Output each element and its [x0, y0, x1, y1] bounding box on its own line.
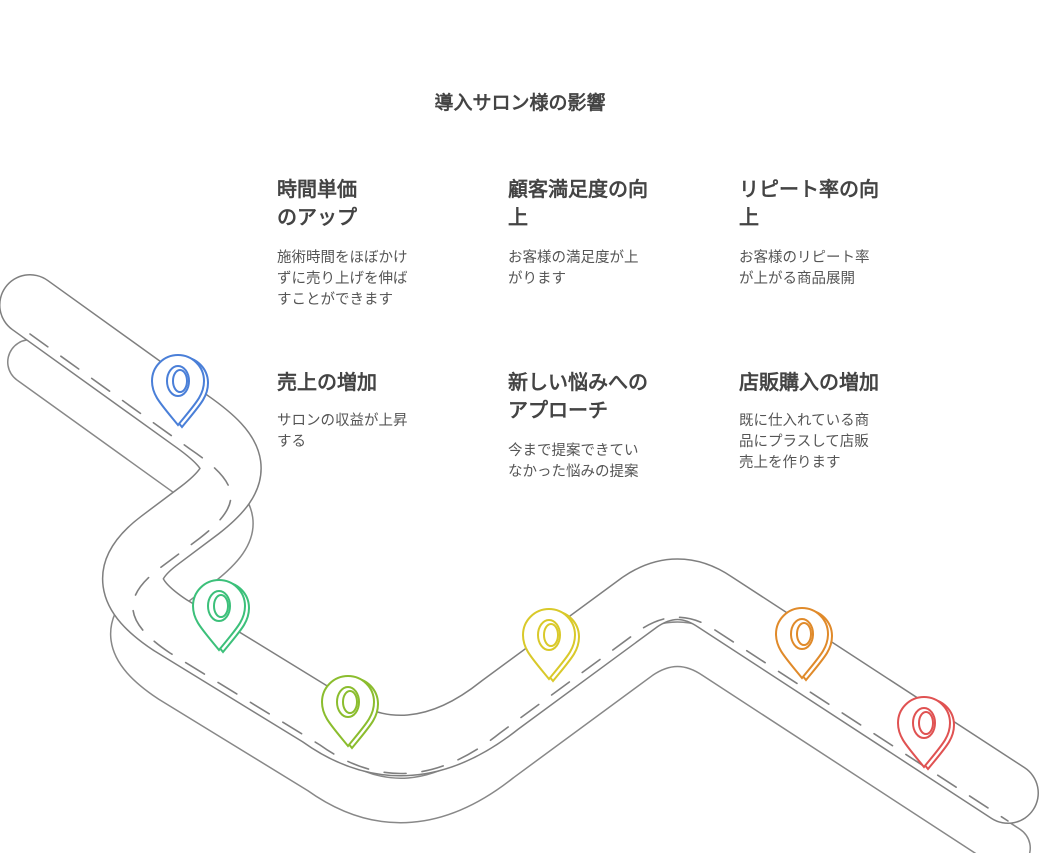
card-heading: 時間単価 のアップ	[277, 177, 357, 229]
card-body: 既に仕入れている商 品にプラスして店販 売上を作ります	[739, 413, 870, 471]
card-body: 今まで提案できてい なかった悩みの提案	[508, 443, 639, 480]
card-new-concerns: 新しい悩みへの アプローチ 今まで提案できてい なかった悩みの提案	[508, 368, 698, 483]
card-heading: 売上の増加	[277, 370, 377, 394]
card-hourly-rate: 時間単価 のアップ 施術時間をほぼかけ ずに売り上げを伸ば すことができます	[277, 175, 467, 311]
pin-2	[191, 579, 251, 654]
card-repeat-rate: リピート率の向 上 お客様のリピート率 が上がる商品展開	[739, 175, 929, 290]
card-body: 施術時間をほぼかけ ずに売り上げを伸ば すことができます	[277, 250, 408, 308]
card-heading: リピート率の向 上	[739, 177, 879, 229]
pin-1	[150, 354, 210, 429]
card-heading: 新しい悩みへの アプローチ	[508, 370, 648, 422]
card-body: お客様のリピート率 が上がる商品展開	[739, 250, 870, 287]
card-retail-purchases: 店販購入の増加 既に仕入れている商 品にプラスして店販 売上を作ります	[739, 368, 929, 474]
road-edge-shadow-inner	[8, 340, 1030, 853]
pin-5	[774, 607, 834, 682]
card-heading: 店販購入の増加	[739, 370, 879, 394]
card-heading: 顧客満足度の向 上	[508, 177, 648, 229]
diagram-title: 導入サロン様の影響	[434, 92, 606, 114]
pin-3	[320, 675, 380, 750]
road-center-dashes	[29, 333, 1009, 822]
card-body: サロンの収益が上昇 する	[277, 413, 408, 450]
card-sales-increase: 売上の増加 サロンの収益が上昇 する	[277, 368, 467, 453]
card-body: お客様の満足度が上 がります	[508, 250, 639, 287]
pin-6	[896, 696, 956, 771]
card-customer-satisfaction: 顧客満足度の向 上 お客様の満足度が上 がります	[508, 175, 698, 290]
road	[0, 274, 1039, 853]
pin-4	[521, 608, 581, 683]
road-surface	[0, 275, 1038, 823]
